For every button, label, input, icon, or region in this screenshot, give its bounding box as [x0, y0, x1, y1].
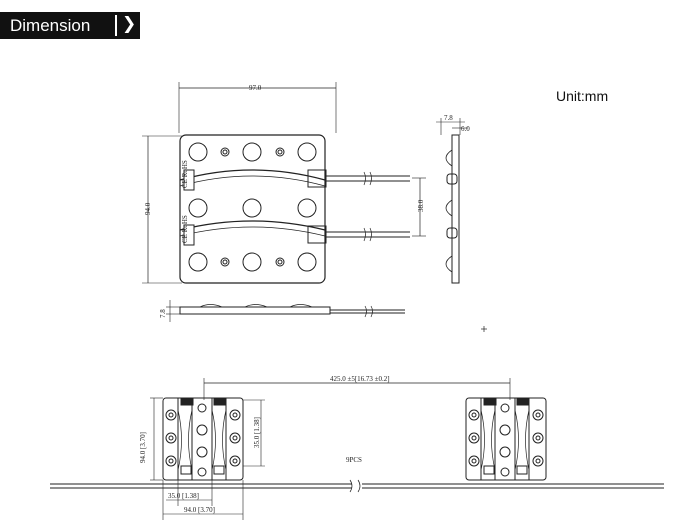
- module-side-view: [166, 300, 405, 322]
- module-count-label: 9PCS: [346, 456, 362, 464]
- side-overall-dimension: 7.8: [444, 114, 453, 122]
- header-divider: [115, 15, 117, 36]
- ce-rohs-label: CE RoHS: [181, 160, 189, 188]
- pitch-dimension: 38.0: [417, 199, 425, 212]
- module-side-profile: [436, 118, 468, 284]
- section-header: Dimension ❯: [0, 12, 140, 39]
- pitch-dimension: 35.0 [1.38]: [168, 492, 199, 500]
- module-string-view: [50, 378, 664, 520]
- thickness-dimension: 7.8: [159, 309, 167, 318]
- frame-corner-marks: [481, 326, 487, 332]
- module-front-view: [142, 82, 426, 284]
- inner-pitch-dimension: 35.0 [1.38]: [253, 417, 261, 448]
- section-title: Dimension: [10, 16, 91, 35]
- string-spacing-dimension: 425.0 ±5[16.73 ±0.2]: [330, 375, 390, 383]
- height-dimension: 94.0: [144, 202, 152, 215]
- side-board-dimension: 6.0: [461, 125, 470, 133]
- chevron-right-icon[interactable]: ❯: [122, 14, 137, 34]
- width-dimension: 97.0: [249, 84, 262, 92]
- string-width-dimension: 94.0 [3.70]: [184, 506, 215, 514]
- ce-rohs-label: CE RoHS: [181, 215, 189, 243]
- unit-label: Unit:mm: [556, 88, 609, 104]
- string-height-dimension: 94.0 [3.70]: [139, 432, 147, 463]
